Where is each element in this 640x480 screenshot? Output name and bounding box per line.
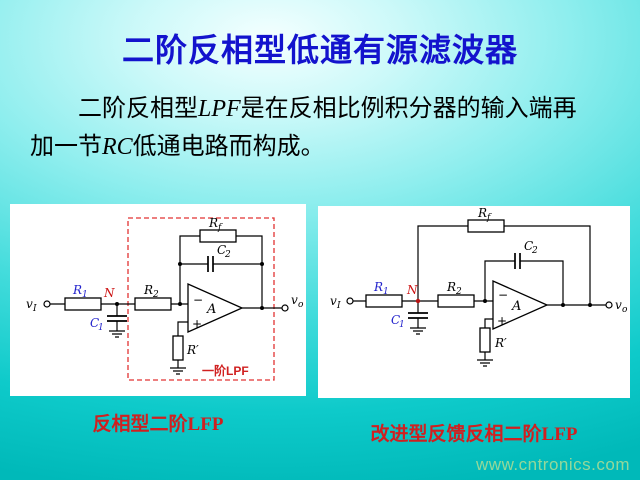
body-rc: RC bbox=[102, 134, 133, 160]
left-circuit-panel: v I R 1 N C 1 R 2 − + A R′ R f C 2 v o 一… bbox=[10, 204, 306, 396]
stage-lpf-label: 一阶LPF bbox=[202, 363, 249, 378]
body-seg1: 二阶反相型 bbox=[78, 96, 198, 122]
circuit-wires bbox=[353, 225, 606, 367]
components bbox=[64, 229, 244, 361]
v-out-label: v bbox=[291, 293, 298, 307]
circuit-labels: v I R 1 N C 1 R 2 − + A R′ R f C 2 v o 一… bbox=[26, 216, 304, 378]
circuit-labels: v I R 1 N C 1 R 2 − + A R′ R f C 2 v o bbox=[330, 206, 628, 350]
node-n-label: N bbox=[103, 286, 115, 300]
resistor-r1 bbox=[64, 297, 102, 311]
v-out-sub: o bbox=[298, 300, 304, 310]
circuit-wires bbox=[50, 235, 282, 375]
v-out-sub: o bbox=[622, 305, 628, 315]
c1-sub: 1 bbox=[98, 323, 104, 333]
r1-sub: 1 bbox=[82, 290, 88, 300]
c1-sub: 1 bbox=[399, 320, 405, 330]
c2-sub: 2 bbox=[531, 246, 538, 256]
capacitor-plates bbox=[408, 253, 521, 319]
opamp-triangle bbox=[187, 282, 244, 334]
slide-title: 二阶反相型低通有源滤波器 bbox=[121, 32, 518, 68]
opamp-triangle bbox=[492, 279, 549, 331]
r2-label: R bbox=[143, 283, 153, 297]
r-prime-label: R′ bbox=[186, 343, 199, 357]
rf-sub: f bbox=[486, 213, 492, 223]
plus-sign: + bbox=[192, 317, 202, 331]
c2-label: C bbox=[524, 239, 533, 253]
terminals bbox=[346, 297, 613, 309]
left-circuit-diagram: v I R 1 N C 1 R 2 − + A R′ R f C 2 v o 一… bbox=[26, 216, 304, 381]
junction-dots bbox=[415, 298, 592, 307]
r2-label: R bbox=[446, 280, 456, 294]
resistor-r2 bbox=[134, 297, 172, 311]
r1-sub: 1 bbox=[383, 287, 389, 297]
c2-sub: 2 bbox=[224, 250, 231, 260]
resistor-r2 bbox=[437, 294, 475, 308]
minus-sign: − bbox=[498, 288, 508, 302]
r-prime-label: R′ bbox=[494, 336, 507, 350]
components bbox=[365, 219, 549, 353]
resistor-rf bbox=[199, 229, 237, 243]
right-circuit-caption: 改进型反馈反相二阶LFP bbox=[370, 424, 578, 445]
input-terminal bbox=[43, 300, 51, 308]
output-terminal bbox=[281, 304, 289, 312]
body-seg4: 低通电路而构成。 bbox=[132, 134, 325, 160]
opamp-gain-label: A bbox=[511, 299, 521, 314]
c1-label: C bbox=[90, 316, 99, 330]
capacitor-plates bbox=[107, 256, 214, 322]
body-lpf: LPF bbox=[198, 96, 241, 122]
r2-sub: 2 bbox=[455, 287, 462, 297]
input-terminal bbox=[346, 297, 354, 305]
resistor-r-prime bbox=[479, 327, 491, 353]
v-in-sub: I bbox=[32, 304, 37, 314]
c1-label: C bbox=[391, 313, 400, 327]
plus-sign: + bbox=[497, 314, 507, 328]
v-out-label: v bbox=[615, 298, 622, 312]
resistor-rf bbox=[467, 219, 505, 233]
right-circuit-diagram: v I R 1 N C 1 R 2 − + A R′ R f C 2 v o bbox=[330, 206, 628, 367]
r2-sub: 2 bbox=[152, 290, 159, 300]
rf-sub: f bbox=[217, 223, 223, 233]
body-seg3: 加一节 bbox=[30, 134, 102, 160]
resistor-r-prime bbox=[172, 335, 184, 361]
v-in-label: v bbox=[330, 294, 337, 308]
rf-label: R bbox=[477, 206, 487, 220]
watermark-text: www.cntronics.com bbox=[476, 455, 630, 474]
opamp-gain-label: A bbox=[206, 302, 216, 317]
node-n-label: N bbox=[406, 283, 418, 297]
r1-label: R bbox=[72, 283, 82, 297]
capacitor-c1 bbox=[107, 315, 127, 322]
resistor-r1 bbox=[365, 294, 403, 308]
v-in-sub: I bbox=[336, 301, 341, 311]
output-terminal bbox=[605, 301, 613, 309]
body-text: 二阶反相型LPF是在反相比例积分器的输入端再加一节RC低通电路而构成。 bbox=[30, 90, 618, 166]
c2-label: C bbox=[217, 243, 226, 257]
r1-label: R bbox=[373, 280, 383, 294]
body-seg2: 是在反相比例积分器的输入端再 bbox=[240, 96, 577, 122]
junction-dots bbox=[115, 262, 264, 310]
v-in-label: v bbox=[26, 297, 33, 311]
right-circuit-panel: v I R 1 N C 1 R 2 − + A R′ R f C 2 v o bbox=[318, 206, 630, 398]
terminals bbox=[43, 300, 289, 312]
first-order-lpf-dashed-box bbox=[127, 217, 275, 381]
minus-sign: − bbox=[193, 293, 203, 307]
capacitor-c2 bbox=[514, 253, 521, 269]
node-n-dot bbox=[415, 298, 421, 304]
rf-label: R bbox=[208, 216, 218, 230]
capacitor-c2 bbox=[207, 256, 214, 272]
left-circuit-caption: 反相型二阶LFP bbox=[92, 414, 224, 435]
capacitor-c1 bbox=[408, 312, 428, 319]
